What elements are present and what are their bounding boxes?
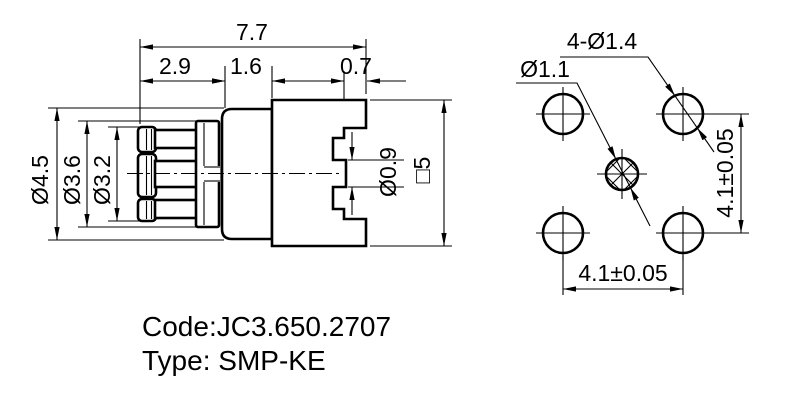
center-hole-crosshair <box>597 149 647 199</box>
extension-lines <box>48 39 452 247</box>
dim-hole-pitch-horizontal-group: 4.1±0.05 <box>562 256 684 295</box>
note-code: Code:JC3.650.2707 <box>142 311 391 342</box>
dim-flange-length: 1.6 <box>230 53 262 79</box>
finger-rail-top <box>153 128 200 150</box>
dim-pin-diameter: Ø0.9 <box>375 147 401 197</box>
dimension-lines <box>54 44 447 246</box>
dim-flange-diameter: Ø4.5 <box>27 155 53 205</box>
petal-cap-slots <box>145 129 153 219</box>
face-view: 4-Ø1.4 Ø1.1 4.1±0.05 4.1±0.05 <box>516 28 749 295</box>
dim-overall-length: 7.7 <box>236 19 268 45</box>
dim-petal-diameter: Ø3.2 <box>89 155 115 205</box>
dim-interface-length: 2.9 <box>159 53 191 79</box>
dim-body-square: □5 <box>409 157 435 184</box>
leader-center-hole: Ø1.1 <box>516 56 651 227</box>
dim-step-length: 0.7 <box>340 53 372 79</box>
dim-hole-pitch-vertical: 4.1±0.05 <box>712 128 738 217</box>
label-center-hole: Ø1.1 <box>520 56 570 82</box>
hole-crosshairs <box>536 87 710 260</box>
leader-corner-holes: 4-Ø1.4 <box>560 28 715 153</box>
dim-hole-pitch-vertical-group: 4.1±0.05 <box>705 113 749 234</box>
note-type: Type: SMP-KE <box>142 345 326 376</box>
label-corner-holes: 4-Ø1.4 <box>567 28 638 54</box>
notes-block: Code:JC3.650.2707 Type: SMP-KE <box>142 311 391 376</box>
dim-hole-pitch-horizontal: 4.1±0.05 <box>578 260 667 286</box>
dim-ring-diameter: Ø3.6 <box>59 155 85 205</box>
connector-side-outline <box>127 98 368 248</box>
finger-rail-bottom <box>153 198 200 220</box>
side-view: 7.7 2.9 1.6 0.7 Ø4.5 Ø3.6 Ø3.2 Ø0.9 □5 <box>27 19 452 248</box>
